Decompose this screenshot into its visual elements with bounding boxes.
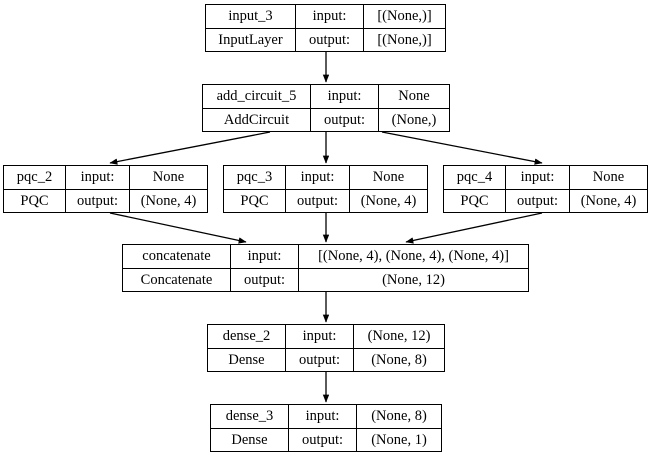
output-shape-pqc_3: (None, 4) (360, 192, 417, 209)
input-label-dense_3: input: (289, 405, 357, 428)
input-label-pqc_2: input: (66, 166, 130, 189)
input-shape-add_circuit_5: None (398, 88, 430, 104)
input-shape-pqc_4: None (592, 169, 625, 185)
output-label-dense_2: output: (286, 348, 354, 371)
layer-class-pqc_3: PQC (224, 189, 286, 212)
layer-class-dense_2: Dense (208, 348, 286, 371)
input-shape-dense_3: (None, 8) (371, 408, 427, 424)
output-label-pqc_3: output: (286, 189, 350, 212)
layer-class-pqc_2: PQC (4, 189, 66, 212)
input-shape-dense_2: (None, 12) (367, 328, 431, 344)
output-label-dense_3: output: (289, 428, 357, 451)
edge-pqc_2-to-concatenate (109, 212, 247, 244)
output-label-add_circuit_5: output: (311, 108, 379, 131)
input-label-dense_2: input: (286, 325, 354, 348)
layer-class-dense_3: Dense (211, 428, 289, 451)
layer-name-concatenate: concatenate (123, 245, 231, 268)
layer-class-pqc_4: PQC (444, 189, 506, 212)
edge-pqc_4-to-concatenate (405, 212, 543, 244)
input-shape-pqc_3: None (372, 169, 405, 185)
layer-class-concatenate: Concatenate (123, 268, 231, 291)
input-label-add_circuit_5: input: (311, 85, 379, 108)
output-shape-concatenate: (None, 12) (382, 271, 445, 288)
output-shape-dense_3: (None, 1) (371, 431, 427, 448)
output-label-concatenate: output: (231, 268, 299, 291)
edge-add_circuit_5-to-pqc_2 (109, 131, 271, 165)
output-label-pqc_2: output: (66, 189, 130, 212)
input-label-pqc_3: input: (286, 166, 350, 189)
output-shape-pqc_2: (None, 4) (140, 192, 197, 209)
input-label-input_3: input: (296, 5, 364, 28)
layer-name-dense_2: dense_2 (208, 325, 286, 348)
input-label-concatenate: input: (231, 245, 299, 268)
layer-name-pqc_2: pqc_2 (4, 166, 66, 189)
layer-name-dense_3: dense_3 (211, 405, 289, 428)
output-shape-add_circuit_5: (None,) (391, 111, 437, 128)
input-shape-concatenate: [(None, 4), (None, 4), (None, 4)] (318, 248, 509, 264)
output-shape-input_3: [(None,)] (377, 31, 432, 48)
layer-name-pqc_4: pqc_4 (444, 166, 506, 189)
input-shape-input_3: [(None,)] (377, 8, 432, 24)
output-shape-dense_2: (None, 8) (371, 351, 427, 368)
output-label-input_3: output: (296, 28, 364, 51)
layer-name-input_3: input_3 (206, 5, 296, 28)
layer-class-input_3: InputLayer (206, 28, 296, 51)
input-shape-pqc_2: None (152, 169, 185, 185)
edge-add_circuit_5-to-pqc_4 (381, 131, 543, 165)
layer-class-add_circuit_5: AddCircuit (203, 108, 311, 131)
layer-name-add_circuit_5: add_circuit_5 (203, 85, 311, 108)
output-shape-pqc_4: (None, 4) (580, 192, 637, 209)
input-label-pqc_4: input: (506, 166, 570, 189)
layer-name-pqc_3: pqc_3 (224, 166, 286, 189)
output-label-pqc_4: output: (506, 189, 570, 212)
